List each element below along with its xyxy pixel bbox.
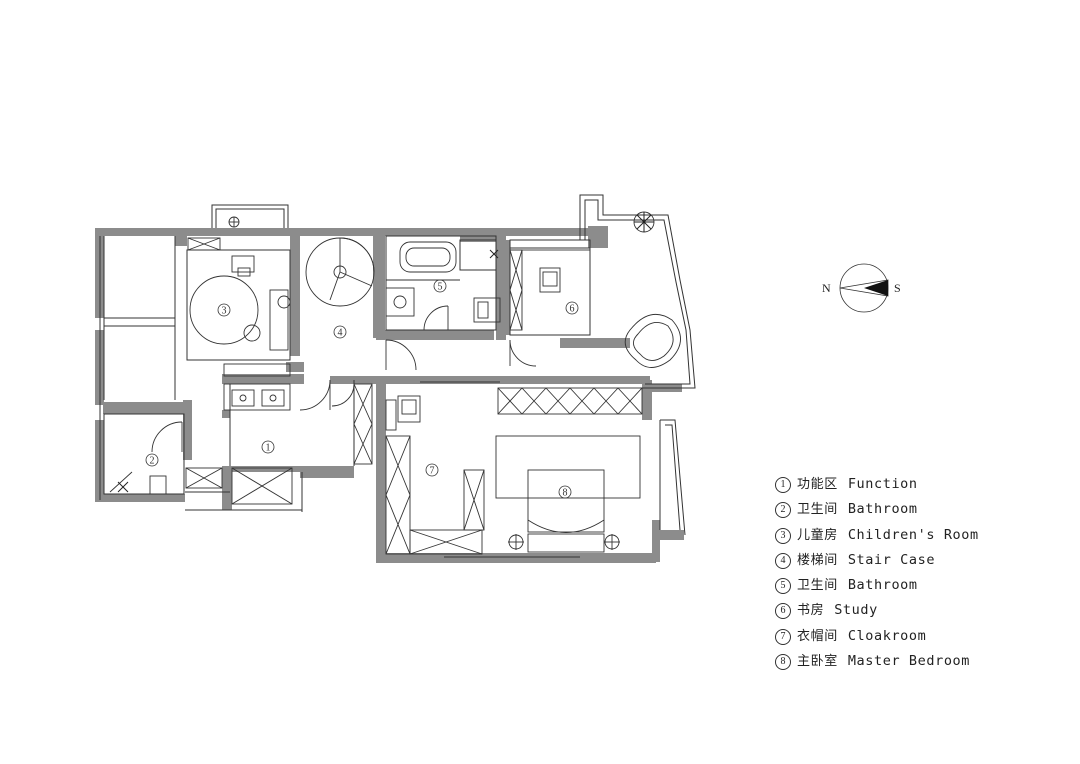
- legend: 1 功能区 Function 2 卫生间 Bathroom 3 儿童房 Children's…: [775, 475, 1035, 677]
- legend-item: 6 书房 Study: [775, 601, 1035, 626]
- svg-text:3: 3: [222, 306, 227, 317]
- svg-text:1: 1: [266, 443, 271, 454]
- legend-en: Stair Case: [847, 551, 936, 568]
- room-label-7: 7: [425, 463, 439, 477]
- legend-en: Children's Room: [847, 526, 979, 543]
- legend-item: 8 主卧室 Master Bedroom: [775, 652, 1035, 677]
- legend-cn: 书房: [797, 603, 825, 619]
- legend-cn: 功能区: [797, 477, 838, 492]
- walls: [95, 226, 684, 563]
- legend-item: 5 卫生间 Bathroom: [775, 576, 1035, 601]
- legend-item: 7 衣帽间 Cloakroom: [775, 627, 1035, 652]
- compass-south-label: S: [894, 281, 901, 295]
- legend-number: 3: [775, 527, 791, 544]
- legend-number: 1: [775, 477, 791, 493]
- legend-number: 7: [775, 628, 791, 645]
- room-label-8: 8: [558, 485, 572, 499]
- room-label-4: 4: [333, 325, 347, 339]
- room-labels: 1 2 3 4 5 6 7 8: [145, 279, 579, 499]
- svg-text:7: 7: [430, 466, 435, 477]
- legend-item: 1 功能区 Function: [775, 475, 1035, 500]
- legend-item: 2 卫生间 Bathroom: [775, 500, 1035, 525]
- legend-number: 8: [775, 654, 791, 671]
- compass: N S: [822, 263, 901, 313]
- legend-en: Bathroom: [847, 577, 918, 594]
- legend-en: Cloakroom: [847, 627, 927, 644]
- legend-number: 2: [775, 502, 791, 519]
- room-label-2: 2: [145, 453, 159, 467]
- legend-en: Study: [834, 602, 878, 619]
- svg-text:8: 8: [563, 488, 568, 499]
- svg-text:4: 4: [338, 328, 343, 339]
- legend-en: Function: [847, 476, 918, 492]
- legend-cn: 主卧室: [797, 654, 838, 670]
- legend-number: 5: [775, 578, 791, 595]
- room-label-3: 3: [217, 303, 231, 317]
- legend-item: 3 儿童房 Children's Room: [775, 526, 1035, 551]
- svg-text:5: 5: [438, 282, 443, 293]
- wardrobe-cabinets: [185, 237, 643, 555]
- room-label-6: 6: [565, 301, 579, 315]
- plant-icon: [117, 212, 654, 493]
- compass-north-label: N: [822, 281, 831, 295]
- svg-text:2: 2: [150, 456, 155, 467]
- legend-cn: 儿童房: [797, 527, 838, 543]
- legend-en: Master Bedroom: [847, 653, 970, 670]
- legend-cn: 卫生间: [797, 578, 838, 594]
- legend-item: 4 楼梯间 Stair Case: [775, 551, 1035, 576]
- legend-number: 4: [775, 552, 791, 569]
- legend-cn: 楼梯间: [797, 552, 838, 568]
- fixtures: [109, 211, 681, 555]
- legend-cn: 衣帽间: [797, 628, 838, 644]
- legend-cn: 卫生间: [797, 502, 838, 518]
- legend-number: 6: [775, 603, 791, 620]
- room-label-1: 1: [261, 440, 275, 454]
- room-label-5: 5: [433, 279, 447, 293]
- legend-en: Bathroom: [847, 501, 918, 518]
- svg-text:6: 6: [570, 304, 575, 315]
